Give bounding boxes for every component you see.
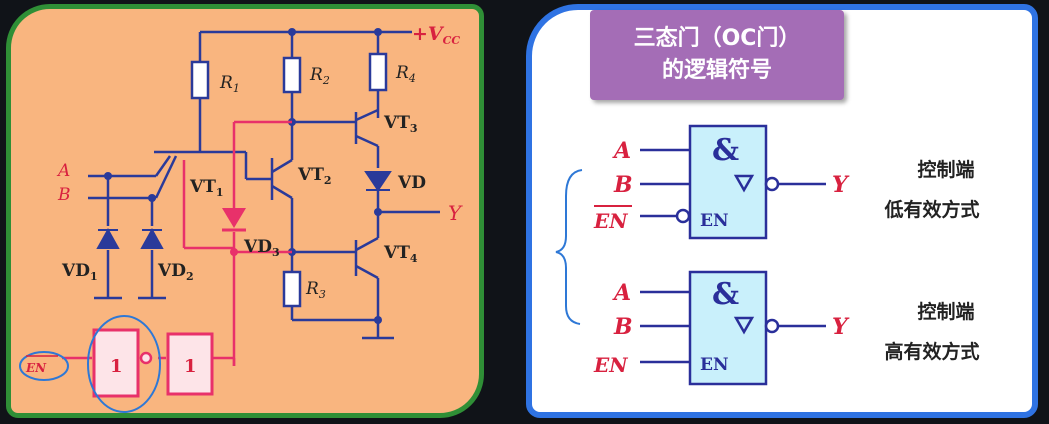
vcc-label: +VCC bbox=[412, 23, 460, 47]
r4-label: R4 bbox=[395, 63, 416, 85]
inverter-gate-2 bbox=[166, 332, 214, 396]
vd-label: VD bbox=[397, 173, 426, 193]
bottom-b-label: B bbox=[613, 314, 633, 340]
resistor-r3 bbox=[282, 270, 302, 308]
bottom-caption-line1: 控制端 bbox=[917, 300, 974, 323]
vt1-label: VT1 bbox=[189, 177, 224, 199]
tristate-symbol-high bbox=[640, 270, 826, 386]
top-caption-line1: 控制端 bbox=[917, 158, 974, 181]
resistor-r1 bbox=[190, 60, 210, 100]
vt3-label: VT3 bbox=[383, 113, 418, 135]
diode-vd1 bbox=[96, 227, 120, 249]
diode-vd3 bbox=[222, 208, 246, 228]
title-line-1: 三态门（OC门） bbox=[633, 26, 801, 51]
top-en-label: EN bbox=[593, 209, 628, 233]
top-caption-line2: 低有效方式 bbox=[883, 198, 979, 221]
title-box: 三态门（OC门） 的逻辑符号 bbox=[590, 10, 844, 100]
bottom-caption-line2: 高有效方式 bbox=[884, 340, 979, 363]
output-y-label: Y bbox=[448, 201, 463, 225]
annotation-circle-gate bbox=[87, 315, 161, 413]
top-a-label: A bbox=[612, 138, 631, 164]
bottom-en-label: EN bbox=[593, 353, 628, 377]
bottom-a-label: A bbox=[612, 280, 631, 306]
title-line-2: 的逻辑符号 bbox=[661, 58, 772, 83]
gate2-label: 1 bbox=[184, 356, 197, 377]
vt2-label: VT2 bbox=[297, 165, 332, 187]
vd1-label: VD1 bbox=[61, 261, 98, 283]
diode-vd2 bbox=[140, 227, 164, 249]
diode-vd bbox=[364, 171, 392, 192]
bottom-and-sign: & bbox=[712, 277, 739, 312]
r1-label: R1 bbox=[219, 73, 240, 95]
bottom-en-pin: EN bbox=[700, 355, 729, 375]
en-input-label: EN bbox=[25, 361, 47, 375]
input-b-label: B bbox=[57, 185, 71, 205]
top-y-label: Y bbox=[832, 172, 850, 198]
tristate-symbol-low bbox=[640, 124, 826, 240]
bottom-y-label: Y bbox=[832, 314, 850, 340]
vt4-label: VT4 bbox=[383, 243, 418, 265]
annotation-circle-en bbox=[19, 351, 69, 381]
r3-label: R3 bbox=[305, 279, 326, 301]
brace bbox=[555, 169, 583, 325]
vd2-label: VD2 bbox=[157, 261, 194, 283]
r2-label: R2 bbox=[309, 65, 330, 87]
resistor-r2 bbox=[282, 56, 302, 94]
inverter-gate-1 bbox=[92, 328, 140, 398]
top-b-label: B bbox=[613, 172, 633, 198]
resistor-r4 bbox=[368, 52, 388, 92]
gate1-label: 1 bbox=[110, 356, 123, 377]
vd3-label: VD3 bbox=[243, 237, 280, 259]
top-en-pin: EN bbox=[700, 211, 729, 231]
input-a-label: A bbox=[56, 161, 70, 181]
top-and-sign: & bbox=[712, 133, 739, 168]
